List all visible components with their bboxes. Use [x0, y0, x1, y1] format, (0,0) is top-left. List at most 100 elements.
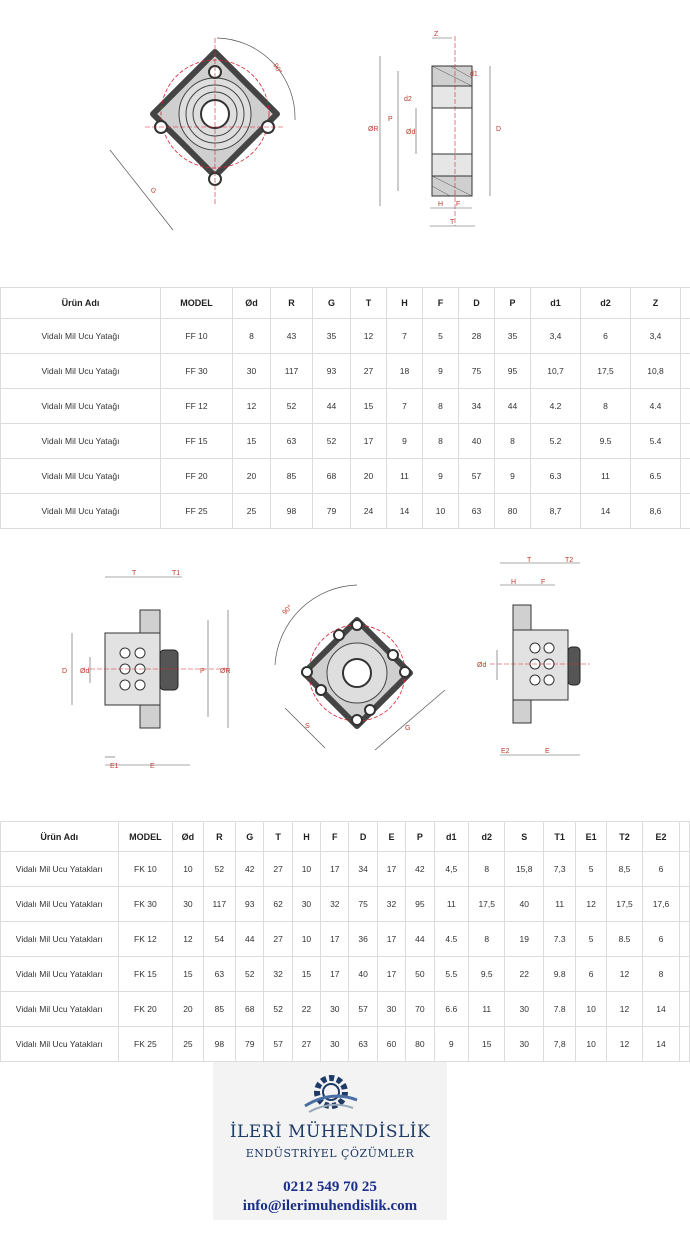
table-cell: Vidalı Mil Ucu Yatakları — [0, 851, 119, 887]
table-cell: 80 — [494, 493, 531, 529]
table-cell: FK 30 — [117, 886, 174, 922]
table-cell: 32 — [320, 886, 350, 922]
fk-h-label: H — [511, 579, 516, 586]
table-cell: 5 — [575, 921, 607, 957]
table-cell: FK 10 — [117, 851, 174, 887]
table-cell: 10,7 — [530, 353, 581, 389]
table-cell: 44 — [312, 388, 351, 424]
table-cell: 35 — [312, 318, 351, 354]
table-cell: 44 — [494, 388, 531, 424]
table-cell: 15 — [291, 956, 322, 992]
table-cell: 6 — [642, 851, 680, 887]
table-cell: 5 — [575, 851, 607, 887]
column-header-spacer — [678, 821, 690, 852]
table-cell: 52 — [202, 851, 237, 887]
table-cell: 10 — [422, 493, 459, 529]
table-cell: 7,8 — [542, 1026, 577, 1062]
table-cell: 11 — [386, 458, 423, 494]
table-cell: 8.5 — [605, 921, 644, 957]
ff-d-label: D — [496, 126, 501, 133]
table-cell: 8 — [422, 423, 459, 459]
table-cell: 8 — [580, 388, 631, 424]
table-cell: FF 15 — [160, 423, 233, 459]
column-header: d2 — [467, 821, 506, 852]
table-cell: 63 — [458, 493, 495, 529]
table-cell: 4,5 — [433, 851, 470, 887]
column-header: E — [376, 821, 407, 852]
fk-e2-label: E2 — [501, 748, 510, 755]
column-header: Ürün Adı — [0, 287, 161, 319]
column-header: d1 — [433, 821, 470, 852]
table-cell: 15 — [232, 423, 271, 459]
table-cell: 57 — [348, 991, 378, 1027]
table-cell: 44 — [405, 921, 435, 957]
table-cell: 10,8 — [630, 353, 681, 389]
table-cell: 12 — [575, 886, 607, 922]
table-cell: 10 — [575, 1026, 607, 1062]
table-cell: 30 — [504, 991, 544, 1027]
table-cell: 5.4 — [630, 423, 681, 459]
ff-z-label: Z — [434, 31, 439, 38]
company-logo-banner: İLERİ MÜHENDİSLİK ENDÜSTRİYEL ÇÖZÜMLER 0… — [213, 1062, 447, 1220]
table-cell: 8 — [494, 423, 531, 459]
table-cell: 93 — [235, 886, 265, 922]
table-cell: 8 — [422, 388, 459, 424]
table-cell: FF 25 — [160, 493, 233, 529]
table-cell: 20 — [350, 458, 387, 494]
ff-d1-label: d1 — [470, 71, 478, 78]
table-cell: 60 — [376, 1026, 407, 1062]
table-cell: 79 — [312, 493, 351, 529]
table-cell: 8 — [232, 318, 271, 354]
column-header: H — [291, 821, 322, 852]
table-cell: Vidalı Mil Ucu Yatağı — [0, 388, 161, 424]
table-cell: 5 — [422, 318, 459, 354]
table-cell: 11 — [467, 991, 506, 1027]
column-header: d1 — [530, 287, 581, 319]
ff-p-label: P — [388, 116, 393, 123]
column-header: d2 — [580, 287, 631, 319]
table-cell: 52 — [235, 956, 265, 992]
table-cell: 8,6 — [630, 493, 681, 529]
column-header: T1 — [542, 821, 577, 852]
ff-f-label: F — [456, 201, 460, 208]
table-cell: 9 — [422, 353, 459, 389]
table-cell: 9 — [494, 458, 531, 494]
table-cell: 68 — [312, 458, 351, 494]
fk-front-view-drawing: 90° S G — [274, 584, 446, 751]
table-cell-spacer — [680, 388, 690, 424]
column-header: S — [504, 821, 544, 852]
table-cell: Vidalı Mil Ucu Yatağı — [0, 353, 161, 389]
column-header: H — [386, 287, 423, 319]
table-cell: 8 — [467, 851, 506, 887]
table-cell: 85 — [202, 991, 237, 1027]
table-cell: 75 — [348, 886, 378, 922]
column-header: P — [405, 821, 435, 852]
table-cell: 57 — [458, 458, 495, 494]
table-cell: 4.5 — [433, 921, 470, 957]
table-cell: 40 — [458, 423, 495, 459]
table-cell: 6.3 — [530, 458, 581, 494]
table-cell-spacer — [680, 318, 690, 354]
table-cell: Vidalı Mil Ucu Yatağı — [0, 458, 161, 494]
table-cell: 17 — [376, 921, 407, 957]
column-header: T2 — [605, 821, 644, 852]
phone-number: 0212 549 70 25 — [283, 1179, 377, 1195]
table-cell: 30 — [232, 353, 271, 389]
table-cell: 14 — [642, 1026, 680, 1062]
ff-h-label: H — [438, 201, 443, 208]
table-cell: 20 — [172, 991, 204, 1027]
table-cell: 93 — [312, 353, 351, 389]
table-cell: 17 — [320, 851, 350, 887]
table-cell: 30 — [320, 991, 350, 1027]
table-cell: Vidalı Mil Ucu Yatakları — [0, 921, 119, 957]
ff-or-label: ØR — [368, 126, 379, 133]
table-cell: 14 — [386, 493, 423, 529]
table-cell: 32 — [376, 886, 407, 922]
table-cell-spacer — [680, 423, 690, 459]
table-cell: 15 — [467, 1026, 506, 1062]
